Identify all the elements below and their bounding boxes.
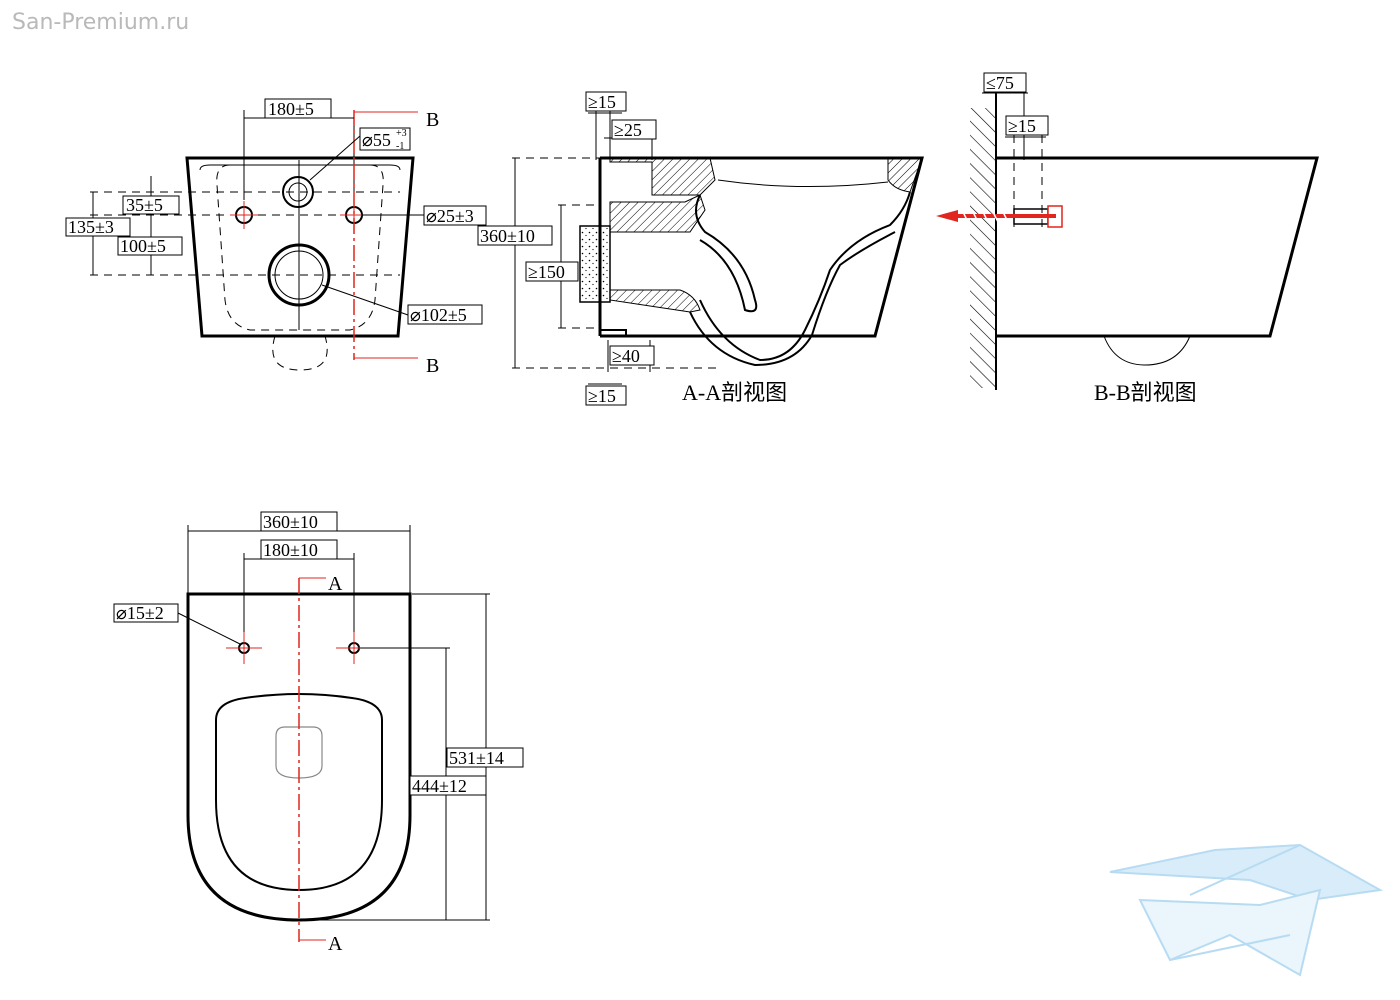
dim-531: 531±14	[449, 748, 504, 768]
dim-inlet-tol-lower: -1	[396, 141, 404, 152]
front-bowl-hidden	[272, 335, 328, 371]
aa-outline	[600, 156, 924, 338]
front-inner-contour	[216, 164, 384, 331]
aa-bowl-outer	[699, 191, 911, 362]
dim-150: ≥150	[528, 262, 565, 282]
wall-hatch	[970, 108, 996, 388]
dim-35: 35±5	[126, 195, 163, 215]
dim-15-bb: ≥15	[1008, 116, 1036, 136]
dim-135: 135±3	[68, 217, 114, 237]
bb-outline	[996, 156, 1319, 338]
aa-filler-block	[579, 225, 611, 303]
dim-75: ≤75	[986, 73, 1014, 93]
dim-15-aa-bottom: ≥15	[588, 386, 616, 406]
outlet-circle	[267, 243, 331, 307]
dim-180-top: 180±10	[263, 540, 318, 560]
top-seat-cutout	[275, 726, 323, 779]
section-aa: 360±10 ≥150 ≥15 ≥25 ≥40 ≥15 A-A剖视图	[477, 91, 924, 406]
dim-15-aa-top: ≥15	[588, 92, 616, 112]
section-bb: ≤75 ≥15 B-B剖视图	[936, 72, 1319, 405]
section-label-b-bottom: B	[426, 355, 439, 377]
dim-100: 100±5	[120, 236, 166, 256]
caption-bb: B-B剖视图	[1094, 380, 1197, 405]
top-view: 360±10 180±10 ⌀15±2 A A 531±14 444±12	[113, 511, 524, 955]
dim-25: ≥25	[614, 120, 642, 140]
dim-40: ≥40	[612, 346, 640, 366]
caption-aa: A-A剖视图	[682, 380, 787, 405]
top-seat	[215, 693, 383, 892]
dim-444: 444±12	[412, 776, 467, 796]
dim-outlet: ⌀102±5	[410, 305, 467, 325]
dim-inlet: ⌀55	[362, 130, 391, 150]
dim-180-front: 180±5	[268, 99, 314, 119]
dim-inlet-tol-upper: +3	[396, 128, 407, 139]
watermark-text: San-Premium.ru	[12, 10, 190, 35]
dim-bolt-hole: ⌀25±3	[426, 206, 474, 226]
dim-360-top: 360±10	[263, 512, 318, 532]
san-premium-logo	[1109, 843, 1384, 977]
dim-hole-top: ⌀15±2	[116, 603, 164, 623]
dim-360-aa: 360±10	[480, 226, 535, 246]
section-label-b-top: B	[426, 109, 439, 131]
aa-bowl-inner	[695, 194, 758, 313]
section-label-a-bottom: A	[328, 933, 343, 955]
front-outline	[185, 156, 415, 338]
front-view: B B 180±5 ⌀55 +3 -1 35±5 135±3 100±5 ⌀25…	[65, 98, 487, 377]
section-label-a-top: A	[328, 573, 343, 595]
inlet-circle	[282, 176, 314, 208]
